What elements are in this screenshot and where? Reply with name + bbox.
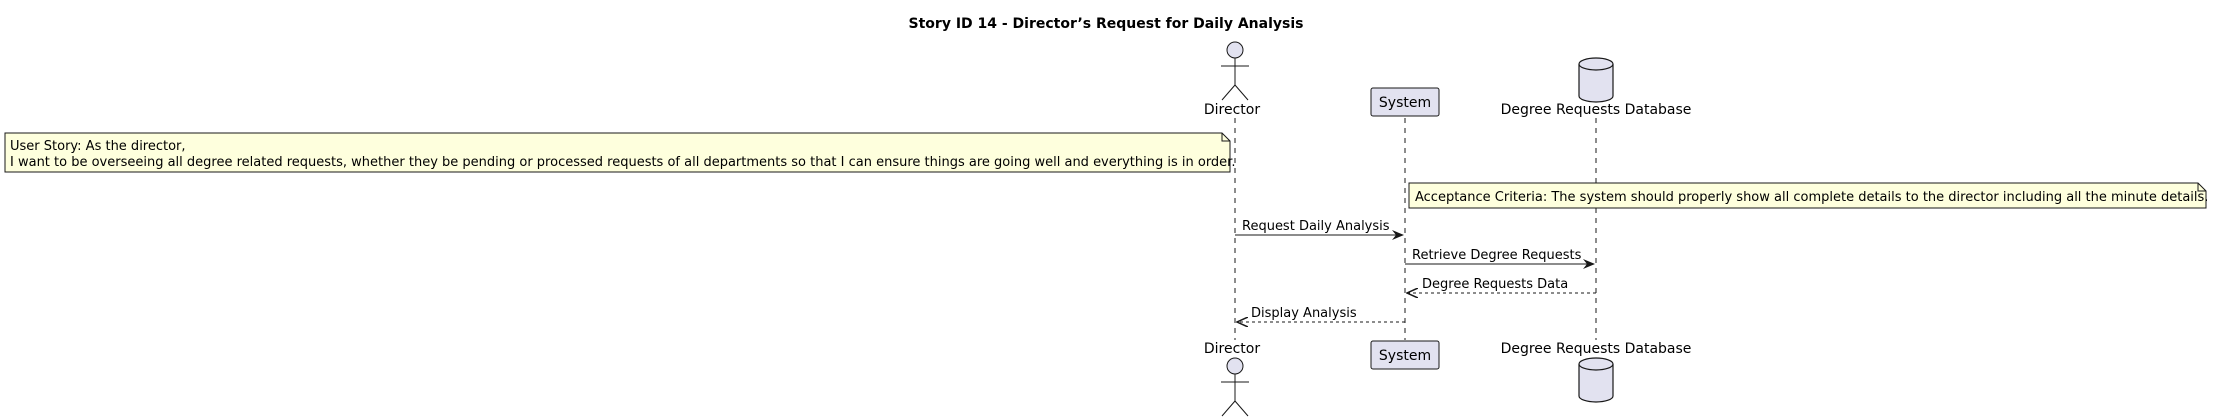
message-label: Degree Requests Data: [1422, 277, 1568, 292]
message-request-daily-analysis: Request Daily Analysis: [1235, 219, 1404, 240]
actor-director-top: Director: [1204, 41, 1260, 118]
user-story-line-1: User Story: As the director,: [10, 139, 186, 154]
participant-system-top: System: [1370, 87, 1440, 117]
message-label: Retrieve Degree Requests: [1412, 248, 1582, 263]
participant-box: [1370, 87, 1440, 117]
participant-label-system: System: [1379, 348, 1431, 364]
acceptance-criteria-note: Acceptance Criteria: The system should p…: [1408, 182, 2208, 209]
note-shape: [4, 132, 1231, 173]
participant-label-database: Degree Requests Database: [1501, 341, 1692, 357]
user-story-note: User Story: As the director, I want to b…: [4, 132, 1235, 173]
diagram-title: Story ID 14 - Director’s Request for Dai…: [909, 16, 1304, 32]
database-bottom: Degree Requests Database: [1501, 341, 1692, 403]
user-story-line-2: I want to be overseeing all degree relat…: [10, 155, 1235, 170]
database-top: Degree Requests Database: [1501, 57, 1692, 118]
message-display-analysis: Display Analysis: [1237, 306, 1405, 322]
message-degree-requests-data: Degree Requests Data: [1407, 277, 1596, 293]
message-label: Request Daily Analysis: [1242, 219, 1390, 234]
message-label: Display Analysis: [1251, 306, 1357, 321]
participant-box: [1370, 340, 1440, 370]
actor-director-bottom: Director: [1204, 341, 1260, 417]
actor-icon: [1221, 41, 1249, 101]
database-icon: [1578, 357, 1614, 403]
note-shape: [1408, 182, 2207, 209]
message-retrieve-degree-requests: Retrieve Degree Requests: [1405, 248, 1595, 269]
database-icon: [1578, 57, 1614, 103]
acceptance-criteria-text: Acceptance Criteria: The system should p…: [1415, 190, 2208, 205]
participant-label-director: Director: [1204, 102, 1260, 118]
participant-label-system: System: [1379, 95, 1431, 111]
participant-label-database: Degree Requests Database: [1501, 102, 1692, 118]
participant-system-bottom: System: [1370, 340, 1440, 370]
actor-icon: [1221, 357, 1249, 417]
participant-label-director: Director: [1204, 341, 1260, 357]
